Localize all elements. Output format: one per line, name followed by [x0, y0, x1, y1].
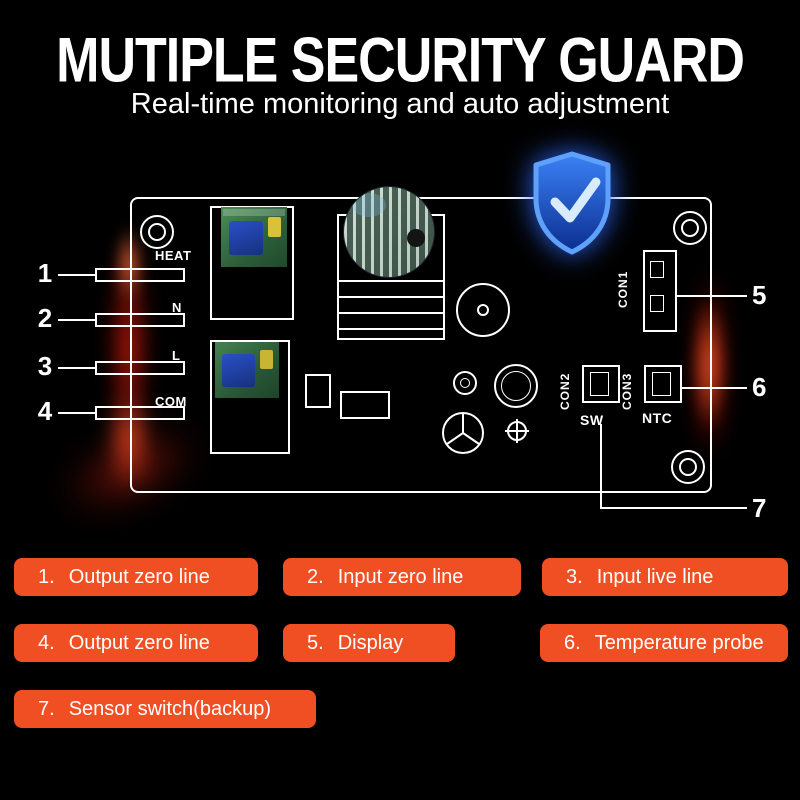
relay-photo-top — [221, 207, 287, 267]
callout-number-3: 3 — [37, 351, 53, 381]
small-cap-outline — [453, 371, 477, 395]
callout-line-3 — [58, 367, 95, 369]
con1-pin-2 — [650, 295, 664, 312]
legend-item-5-number: 5. — [307, 631, 324, 654]
con2-label: CON2 — [558, 372, 572, 410]
terminal-label-com: COM — [155, 394, 187, 409]
legend-item-7: 7. Sensor switch(backup) — [14, 690, 316, 728]
con1-label: CON1 — [616, 270, 630, 308]
con2-pin — [590, 372, 609, 396]
callout-number-4: 4 — [37, 396, 53, 426]
terminal-bar-l — [95, 361, 185, 375]
legend-item-2: 2. Input zero line — [283, 558, 521, 596]
callout-number-7: 7 — [752, 493, 767, 523]
small-cap-inner — [460, 378, 470, 388]
ntc-label: NTC — [642, 410, 673, 426]
heatsink-fin-line-4 — [339, 328, 443, 330]
legend-item-6: 6. Temperature probe — [540, 624, 788, 662]
buzzer-center-hole — [477, 304, 489, 316]
page-title: MUTIPLE SECURITY GUARD — [56, 25, 745, 96]
legend-item-7-number: 7. — [38, 697, 55, 720]
component-rect-small — [305, 374, 331, 408]
callout-number-1: 1 — [37, 258, 53, 288]
mounting-hole-bottom-right-inner — [679, 458, 697, 476]
legend-item-2-number: 2. — [307, 565, 324, 588]
heatsink-fin-line-3 — [339, 312, 443, 314]
legend-item-1-label: Output zero line — [68, 565, 210, 588]
mounting-hole-top-right-inner — [681, 219, 699, 237]
callout-number-5: 5 — [752, 280, 767, 310]
heatsink-fin-line-2 — [339, 296, 443, 298]
terminal-label-heat: HEAT — [155, 248, 192, 263]
callout-number-2: 2 — [37, 303, 53, 333]
page-subtitle: Real-time monitoring and auto adjustment — [130, 88, 670, 120]
legend-item-3-number: 3. — [566, 565, 583, 588]
shield-check-icon — [533, 151, 611, 255]
legend-item-3-label: Input live line — [596, 565, 714, 588]
legend-item-3: 3. Input live line — [542, 558, 788, 596]
con1-pin-1 — [650, 261, 664, 278]
callout-line-5 — [677, 295, 747, 297]
legend-item-1: 1. Output zero line — [14, 558, 258, 596]
con1-connector-outline — [643, 250, 677, 332]
callout-line-7-vertical — [600, 424, 602, 509]
legend-item-6-number: 6. — [564, 631, 581, 654]
trimmer-pot-icon — [442, 412, 484, 454]
legend-item-6-label: Temperature probe — [594, 631, 764, 654]
callout-line-4 — [58, 412, 95, 414]
con3-connector-outline — [644, 365, 682, 403]
legend-item-7-label: Sensor switch(backup) — [68, 697, 271, 720]
buzzer-outline — [456, 283, 510, 337]
relay-photo-bottom — [215, 342, 279, 398]
con3-label: CON3 — [620, 372, 634, 410]
callout-line-1 — [58, 274, 95, 276]
heatsink-fin-line-1 — [339, 280, 443, 282]
large-cap-outline — [494, 364, 538, 408]
terminal-label-l: L — [172, 348, 181, 363]
terminal-bar-heat — [95, 268, 185, 282]
large-cap-inner — [501, 371, 531, 401]
terminal-bar-n — [95, 313, 185, 327]
con2-connector-outline — [582, 365, 620, 403]
relay-block-bottom-outline — [210, 340, 290, 454]
crosshair-pad-icon — [505, 419, 529, 443]
callout-number-6: 6 — [752, 372, 767, 402]
component-rect-wide — [340, 391, 390, 419]
terminal-label-n: N — [172, 300, 182, 315]
con3-pin — [652, 372, 671, 396]
heatsink-photo — [343, 186, 435, 278]
legend-item-5-label: Display — [337, 631, 404, 654]
legend-item-2-label: Input zero line — [337, 565, 464, 588]
callout-line-2 — [58, 319, 95, 321]
legend-item-4: 4. Output zero line — [14, 624, 258, 662]
callout-line-6 — [682, 387, 747, 389]
callout-line-7-horizontal — [600, 507, 747, 509]
sw-label: SW — [580, 412, 604, 428]
legend-item-4-label: Output zero line — [68, 631, 210, 654]
legend-item-4-number: 4. — [38, 631, 55, 654]
legend-item-1-number: 1. — [38, 565, 55, 588]
legend-item-5: 5. Display — [283, 624, 455, 662]
mounting-hole-top-left-inner — [148, 223, 166, 241]
